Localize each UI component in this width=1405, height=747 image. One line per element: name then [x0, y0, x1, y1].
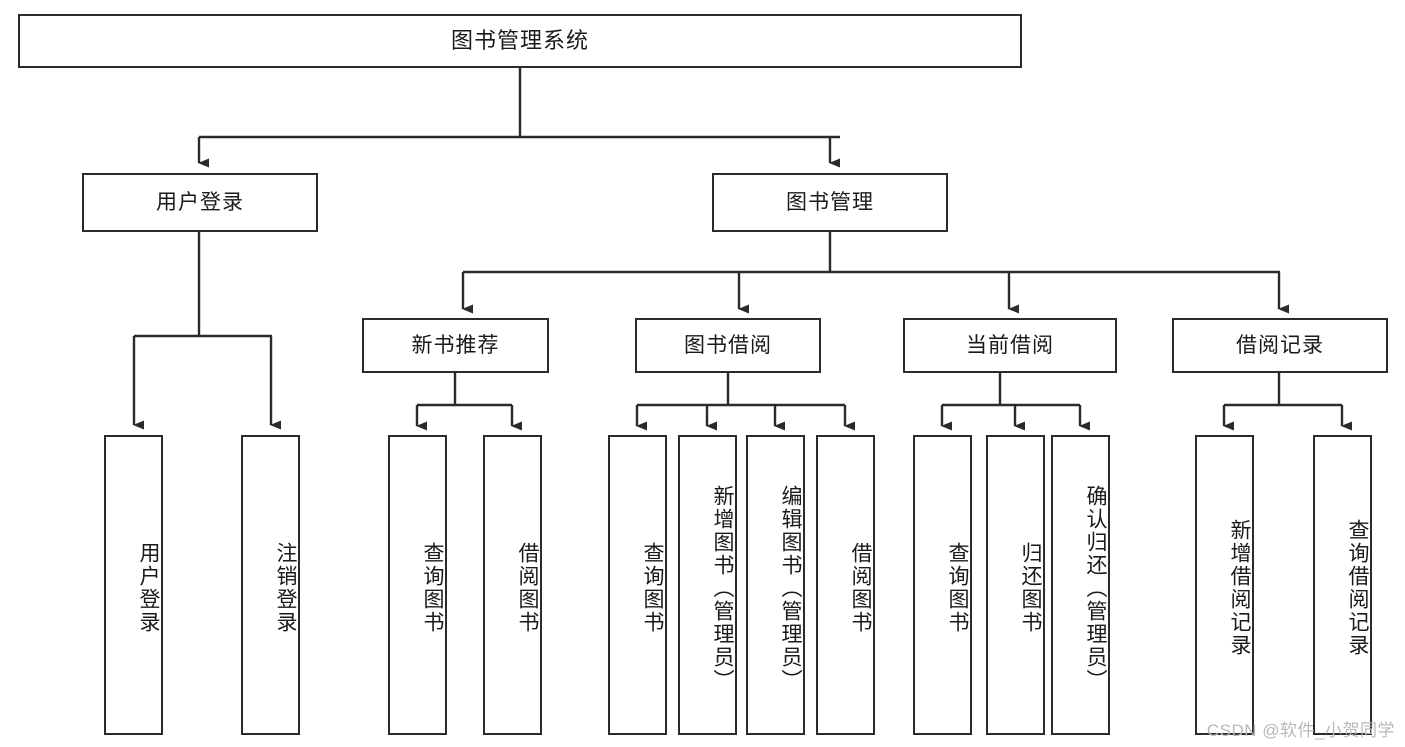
leaf-label: 查询借阅记录 — [1346, 519, 1369, 657]
leaf-label: 查询图书 — [421, 542, 444, 634]
leaf-label: 查询图书 — [946, 542, 969, 634]
node-book-manage[interactable]: 图书管理 — [712, 173, 948, 232]
leaf-label: 借阅图书 — [849, 542, 872, 634]
leaf-label: 新增图书（管理员） — [711, 484, 734, 692]
leaf-label: 归还图书 — [1019, 542, 1042, 634]
leaf-return-book[interactable]: 归还图书 — [986, 435, 1045, 735]
leaf-label: 编辑图书（管理员） — [779, 484, 802, 692]
node-root[interactable]: 图书管理系统 — [18, 14, 1022, 68]
leaf-query-book-1[interactable]: 查询图书 — [388, 435, 447, 735]
leaf-label: 查询图书 — [641, 542, 664, 634]
leaf-label: 新增借阅记录 — [1228, 519, 1251, 657]
leaf-user-login[interactable]: 用户登录 — [104, 435, 163, 735]
leaf-borrow-book-1[interactable]: 借阅图书 — [483, 435, 542, 735]
node-borrow-record[interactable]: 借阅记录 — [1172, 318, 1388, 373]
leaf-label: 借阅图书 — [516, 542, 539, 634]
leaf-query-book-2[interactable]: 查询图书 — [608, 435, 667, 735]
leaf-edit-book[interactable]: 编辑图书（管理员） — [746, 435, 805, 735]
leaf-label: 注销登录 — [274, 542, 297, 634]
node-user-login[interactable]: 用户登录 — [82, 173, 318, 232]
node-book-borrow[interactable]: 图书借阅 — [635, 318, 821, 373]
leaf-logout-login[interactable]: 注销登录 — [241, 435, 300, 735]
leaf-label: 用户登录 — [137, 542, 160, 634]
leaf-label: 确认归还（管理员） — [1084, 484, 1107, 692]
leaf-borrow-book-2[interactable]: 借阅图书 — [816, 435, 875, 735]
leaf-add-book[interactable]: 新增图书（管理员） — [678, 435, 737, 735]
node-current-borrow[interactable]: 当前借阅 — [903, 318, 1117, 373]
leaf-confirm-return[interactable]: 确认归还（管理员） — [1051, 435, 1110, 735]
leaf-query-book-3[interactable]: 查询图书 — [913, 435, 972, 735]
leaf-add-record[interactable]: 新增借阅记录 — [1195, 435, 1254, 735]
node-new-book-recommend[interactable]: 新书推荐 — [362, 318, 549, 373]
csdn-watermark: CSDN @软件_小贺同学 — [1206, 721, 1395, 740]
leaf-query-record[interactable]: 查询借阅记录 — [1313, 435, 1372, 735]
